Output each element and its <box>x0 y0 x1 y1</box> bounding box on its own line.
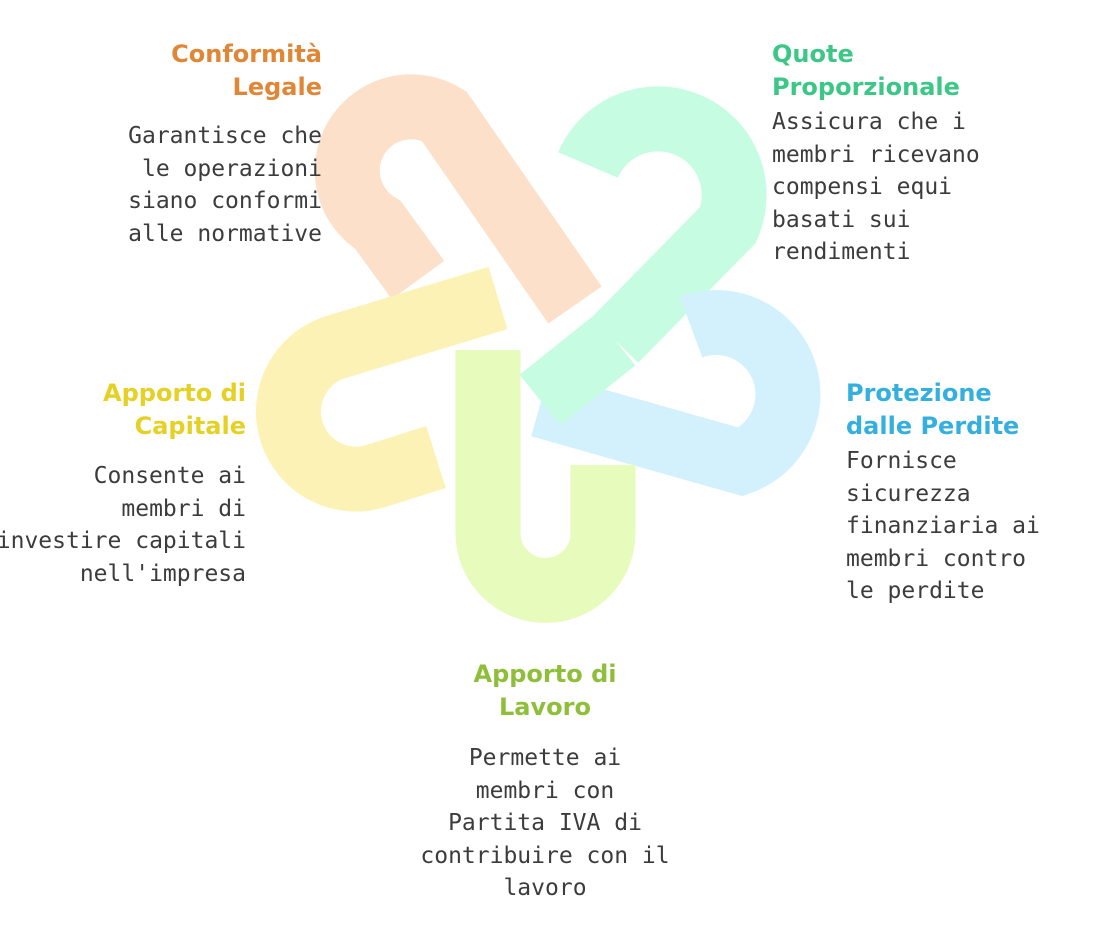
title-protezione-perdite: Protezione dalle Perdite <box>846 379 1020 440</box>
desc-apporto-lavoro: Permette ai membri con Partita IVA di co… <box>420 745 670 901</box>
loop-lavoro <box>455 350 636 623</box>
loop-perdite <box>531 290 821 497</box>
desc-apporto-capitale: Consente ai membri di investire capitali… <box>0 463 246 587</box>
loop-capitale <box>256 266 508 512</box>
title-quote-proporzionale: Quote Proporzionale <box>772 40 960 101</box>
label-protezione-perdite: Protezione dalle Perdite Fornisce sicure… <box>846 377 1096 608</box>
loop-quote-overlap <box>519 314 636 426</box>
loop-legale <box>314 74 602 324</box>
loop-quote <box>558 86 767 363</box>
label-quote-proporzionale: Quote Proporzionale Assicura che i membr… <box>772 38 1092 269</box>
desc-protezione-perdite: Fornisce sicurezza finanziaria ai membri… <box>846 448 1040 604</box>
label-conformita-legale: Conformità Legale Garantisce che le oper… <box>22 38 322 250</box>
title-conformita-legale: Conformità Legale <box>171 40 322 101</box>
label-apporto-capitale: Apporto di Capitale Consente ai membri d… <box>0 377 246 590</box>
title-apporto-lavoro: Apporto di Lavoro <box>473 660 617 721</box>
title-apporto-capitale: Apporto di Capitale <box>103 379 246 440</box>
desc-conformita-legale: Garantisce che le operazioni siano confo… <box>128 123 322 247</box>
desc-quote-proporzionale: Assicura che i membri ricevano compensi … <box>772 109 980 265</box>
label-apporto-lavoro: Apporto di Lavoro Permette ai membri con… <box>395 658 695 905</box>
